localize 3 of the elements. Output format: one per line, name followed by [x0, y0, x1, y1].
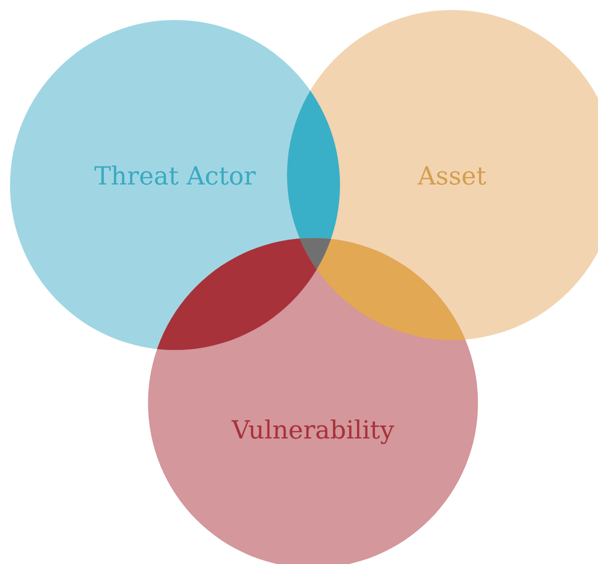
circle-label: Asset [418, 162, 486, 190]
circle-label: Threat Actor [94, 162, 256, 190]
circle-label: Vulnerability [232, 416, 394, 444]
